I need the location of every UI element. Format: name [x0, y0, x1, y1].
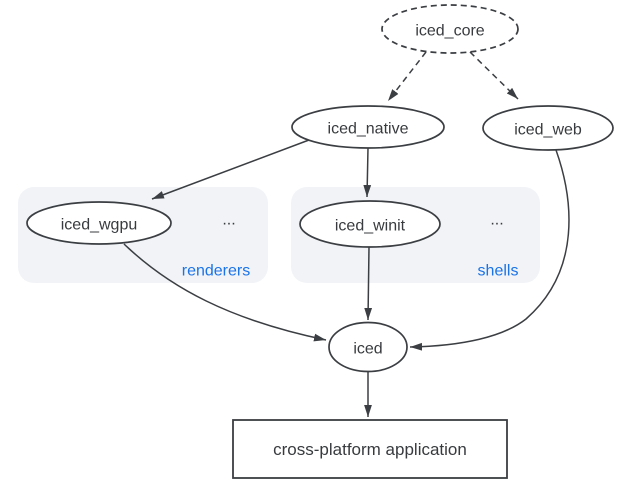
- iced-core-ellipse: [381, 4, 519, 54]
- iced-native-label: iced_native: [328, 121, 409, 138]
- edge-web-to-iced: [409, 149, 570, 351]
- node-iced-wgpu: iced_wgpu: [26, 201, 172, 245]
- node-iced-native: iced_native: [291, 105, 445, 149]
- node-cross-platform-application: cross-platform application: [232, 419, 508, 479]
- node-iced: iced: [328, 321, 408, 373]
- iced-winit-ellipse: [299, 200, 441, 248]
- shells-label: shells: [478, 263, 519, 280]
- application-label: cross-platform application: [273, 440, 467, 459]
- iced-winit-label: iced_winit: [335, 218, 406, 235]
- edge-winit-to-iced: [364, 246, 373, 321]
- renderers-ellipsis: ...: [222, 212, 235, 229]
- edge-wgpu-to-iced: [123, 243, 327, 342]
- iced-core-label: iced_core: [415, 23, 484, 40]
- edge-native-to-winit: [363, 147, 372, 198]
- shells-ellipsis: ...: [490, 212, 503, 229]
- node-iced-web: iced_web: [482, 105, 614, 151]
- iced-web-label: iced_web: [514, 122, 582, 139]
- edge-native-to-wgpu: [151, 139, 310, 200]
- iced-ellipse: [328, 321, 408, 373]
- iced-label: iced: [353, 341, 382, 358]
- edge-core-to-native: [387, 51, 427, 102]
- iced-wgpu-ellipse: [26, 201, 172, 245]
- edge-core-to-web: [469, 51, 519, 100]
- renderers-label: renderers: [182, 263, 250, 280]
- node-iced-core: iced_core: [381, 4, 519, 54]
- iced-native-ellipse: [291, 105, 445, 149]
- application-box: [232, 419, 508, 479]
- iced-wgpu-label: iced_wgpu: [61, 217, 138, 234]
- iced-web-ellipse: [482, 105, 614, 151]
- node-iced-winit: iced_winit: [299, 200, 441, 248]
